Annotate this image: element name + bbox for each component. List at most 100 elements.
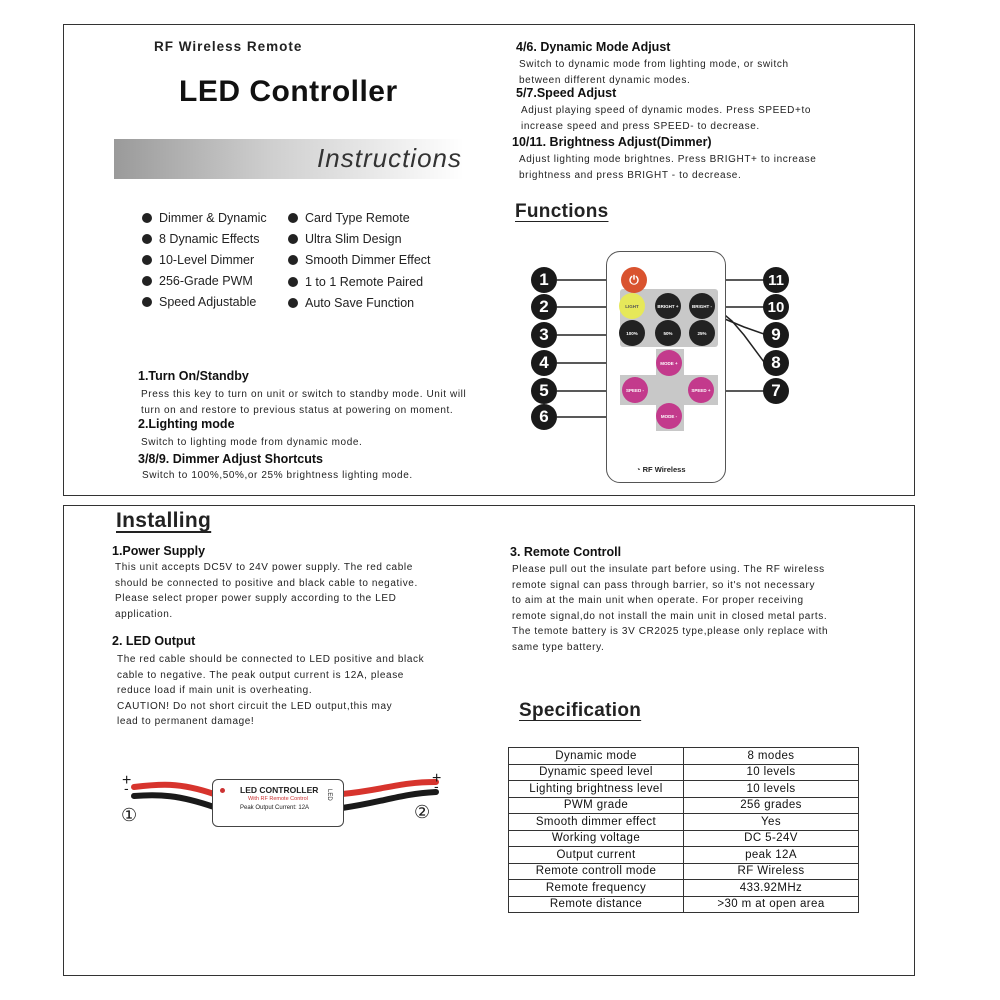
feature-item: Speed Adjustable	[142, 295, 256, 309]
wifi-icon: ◔	[636, 465, 641, 474]
feature-label: 256-Grade PWM	[159, 274, 253, 288]
marker-4: 4	[531, 350, 557, 376]
marker-8: 8	[763, 350, 789, 376]
speed-plus-button[interactable]: SPEED +	[688, 377, 714, 403]
feature-label: Dimmer & Dynamic	[159, 211, 267, 225]
step-heading: 2.Lighting mode	[138, 417, 235, 431]
power-button[interactable]: ⏻	[621, 267, 647, 293]
step-line: brightness and press BRIGHT - to decreas…	[519, 169, 742, 181]
text-line: remote signal can pass through barrier, …	[512, 579, 816, 591]
device-subtitle: With RF Remote Control	[248, 796, 308, 802]
feature-item: Card Type Remote	[288, 211, 410, 225]
right-circle-label: ②	[414, 802, 431, 822]
subtitle: RF Wireless Remote	[154, 39, 303, 54]
bullet-icon	[142, 213, 152, 223]
functions-heading: Functions	[515, 201, 609, 222]
spec-value: peak 12A	[683, 846, 859, 864]
step-line: between different dynamic modes.	[519, 74, 691, 86]
left-plus-label: +	[122, 772, 132, 789]
speed-minus-button[interactable]: SPEED -	[622, 377, 648, 403]
device-peak-label: Peak Output Current: 12A	[240, 805, 310, 811]
brightness-100-button[interactable]: 100%	[619, 320, 645, 346]
text-line: The red cable should be connected to LED…	[117, 654, 425, 665]
brightness-25-button[interactable]: 25%	[689, 320, 715, 346]
spec-value: 8 modes	[683, 747, 859, 765]
text-line: should be connected to positive and blac…	[115, 577, 418, 589]
step-line: Switch to 100%,50%,or 25% brightness lig…	[142, 470, 413, 481]
step-text: Adjust lighting mode brightnes. Press BR…	[519, 152, 816, 183]
brightness-50-button[interactable]: 50%	[655, 320, 681, 346]
marker-6: 6	[531, 404, 557, 430]
mode-plus-button[interactable]: MODE +	[656, 350, 682, 376]
spec-value: 10 levels	[683, 780, 859, 798]
led-controller-device	[212, 779, 344, 827]
remote-leader-lines	[557, 279, 765, 418]
controller-wiring-diagram	[131, 779, 439, 811]
right-plus-label: +	[432, 770, 442, 787]
led-indicator	[220, 788, 225, 793]
feature-item: Auto Save Function	[288, 296, 414, 310]
bullet-icon	[142, 297, 152, 307]
feature-label: Auto Save Function	[305, 296, 415, 310]
mode-minus-button[interactable]: MODE -	[656, 403, 682, 429]
marker-9: 9	[763, 322, 789, 348]
text-line: reduce load if main unit is overheating.	[117, 685, 313, 696]
bullet-icon	[288, 234, 298, 244]
marker-3: 3	[531, 322, 557, 348]
step-text: Adjust playing speed of dynamic modes. P…	[521, 103, 811, 134]
step-line: turn on and restore to previous status a…	[141, 404, 454, 416]
device-side-label: LED	[326, 789, 332, 801]
spec-value: RF Wireless	[683, 862, 859, 880]
text-line: cable to negative. The peak output curre…	[117, 669, 404, 681]
text-line: lead to permanent damage!	[117, 716, 255, 727]
feature-label: 8 Dynamic Effects	[159, 232, 260, 246]
text-line: Please select proper power supply accord…	[115, 593, 397, 604]
light-button[interactable]: LIGHT	[619, 293, 645, 319]
text-line: remote signal,do not install the main un…	[512, 610, 828, 622]
step-line: Adjust playing speed of dynamic modes. P…	[521, 105, 811, 116]
page-title: LED Controller	[179, 75, 398, 108]
bullet-icon	[288, 255, 298, 265]
bullet-icon	[288, 277, 298, 287]
step-line: Adjust lighting mode brightnes. Press BR…	[519, 154, 817, 165]
feature-label: Speed Adjustable	[159, 295, 257, 309]
marker-7: 7	[763, 378, 789, 404]
spec-value: Yes	[683, 813, 859, 831]
step-text: Switch to 100%,50%,or 25% brightness lig…	[142, 468, 413, 484]
text-line: CAUTION! Do not short circuit the LED ou…	[117, 700, 393, 712]
spec-value: >30 m at open area	[683, 895, 859, 913]
spec-label: Remote distance	[508, 895, 684, 913]
step-text: Switch to dynamic mode from lighting mod…	[519, 57, 789, 88]
marker-11: 11	[763, 267, 789, 293]
remote-control-heading: 3. Remote Controll	[510, 545, 622, 559]
step-line: increase speed and press SPEED- to decre…	[521, 120, 760, 132]
bright-plus-button[interactable]: BRIGHT +	[655, 293, 681, 319]
text-line: same type battery.	[512, 641, 605, 653]
remote-label-text: RF Wireless	[642, 465, 686, 474]
bright-minus-button[interactable]: BRIGHT -	[689, 293, 715, 319]
feature-item: Smooth Dimmer Effect	[288, 253, 431, 267]
step-line: Switch to dynamic mode from lighting mod…	[519, 59, 789, 70]
spec-label: PWM grade	[508, 796, 684, 814]
bullet-icon	[142, 276, 152, 286]
installing-heading: Installing	[116, 509, 212, 532]
spec-label: Output current	[508, 846, 684, 864]
specification-heading: Specification	[519, 700, 642, 721]
bullet-icon	[142, 234, 152, 244]
feature-item: Ultra Slim Design	[288, 232, 402, 246]
bullet-icon	[288, 298, 298, 308]
step-heading: 4/6. Dynamic Mode Adjust	[516, 40, 671, 54]
spec-value: 256 grades	[683, 796, 859, 814]
feature-label: 10-Level Dimmer	[159, 253, 255, 267]
device-title: LED CONTROLLER	[240, 785, 319, 795]
bullet-icon	[142, 255, 152, 265]
spec-label: Lighting brightness level	[508, 780, 684, 798]
instructions-panel: RF Wireless Remote LED Controller Instru…	[63, 24, 915, 496]
text-line: application.	[115, 608, 173, 620]
led-output-heading: 2. LED Output	[112, 634, 196, 648]
feature-item: 1 to 1 Remote Paired	[288, 275, 423, 289]
